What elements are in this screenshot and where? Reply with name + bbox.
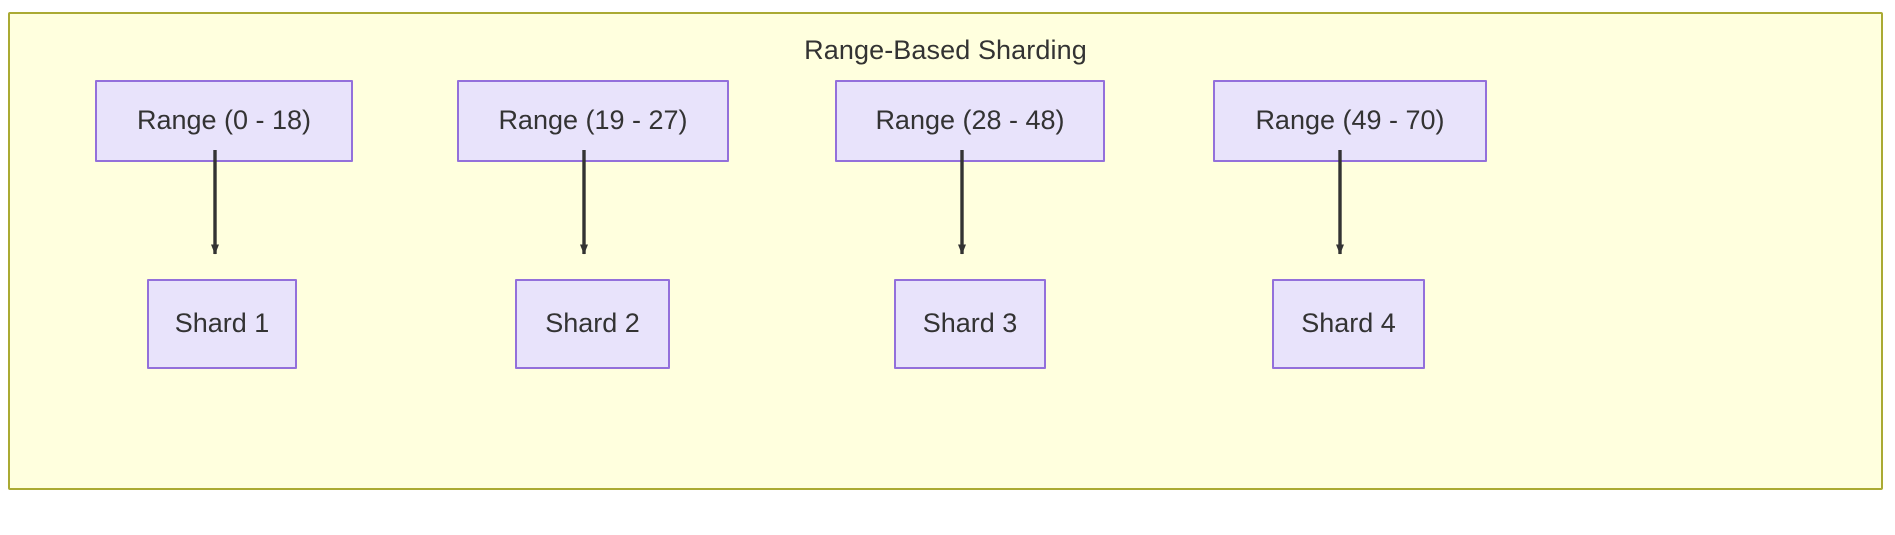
subgraph-title: Range-Based Sharding (804, 35, 1087, 65)
node-shard-3[interactable]: Shard 3 (894, 279, 1046, 369)
node-range-2-label: Range (28 - 48) (875, 104, 1065, 135)
node-shard-4[interactable]: Shard 4 (1272, 279, 1425, 369)
node-shard-3-label: Shard 3 (922, 307, 1018, 338)
node-range-1[interactable]: Range (19 - 27) (457, 80, 729, 162)
node-range-0[interactable]: Range (0 - 18) (95, 80, 353, 162)
node-shard-2[interactable]: Shard 2 (515, 279, 670, 369)
node-shard-1[interactable]: Shard 1 (147, 279, 297, 369)
node-shard-2-label: Shard 2 (545, 307, 640, 338)
node-range-3[interactable]: Range (49 - 70) (1213, 80, 1487, 162)
node-shard-1-label: Shard 1 (174, 307, 270, 338)
diagram-canvas: Range-Based Sharding Range (0 - 18) Rang… (8, 12, 1883, 490)
node-range-2[interactable]: Range (28 - 48) (835, 80, 1105, 162)
subgraph-container-range-based-sharding: Range-Based Sharding Range (0 - 18) Rang… (8, 12, 1883, 490)
node-range-1-label: Range (19 - 27) (498, 104, 688, 135)
node-range-3-label: Range (49 - 70) (1255, 104, 1445, 135)
node-range-0-label: Range (0 - 18) (136, 104, 312, 135)
node-shard-4-label: Shard 4 (1301, 307, 1396, 338)
